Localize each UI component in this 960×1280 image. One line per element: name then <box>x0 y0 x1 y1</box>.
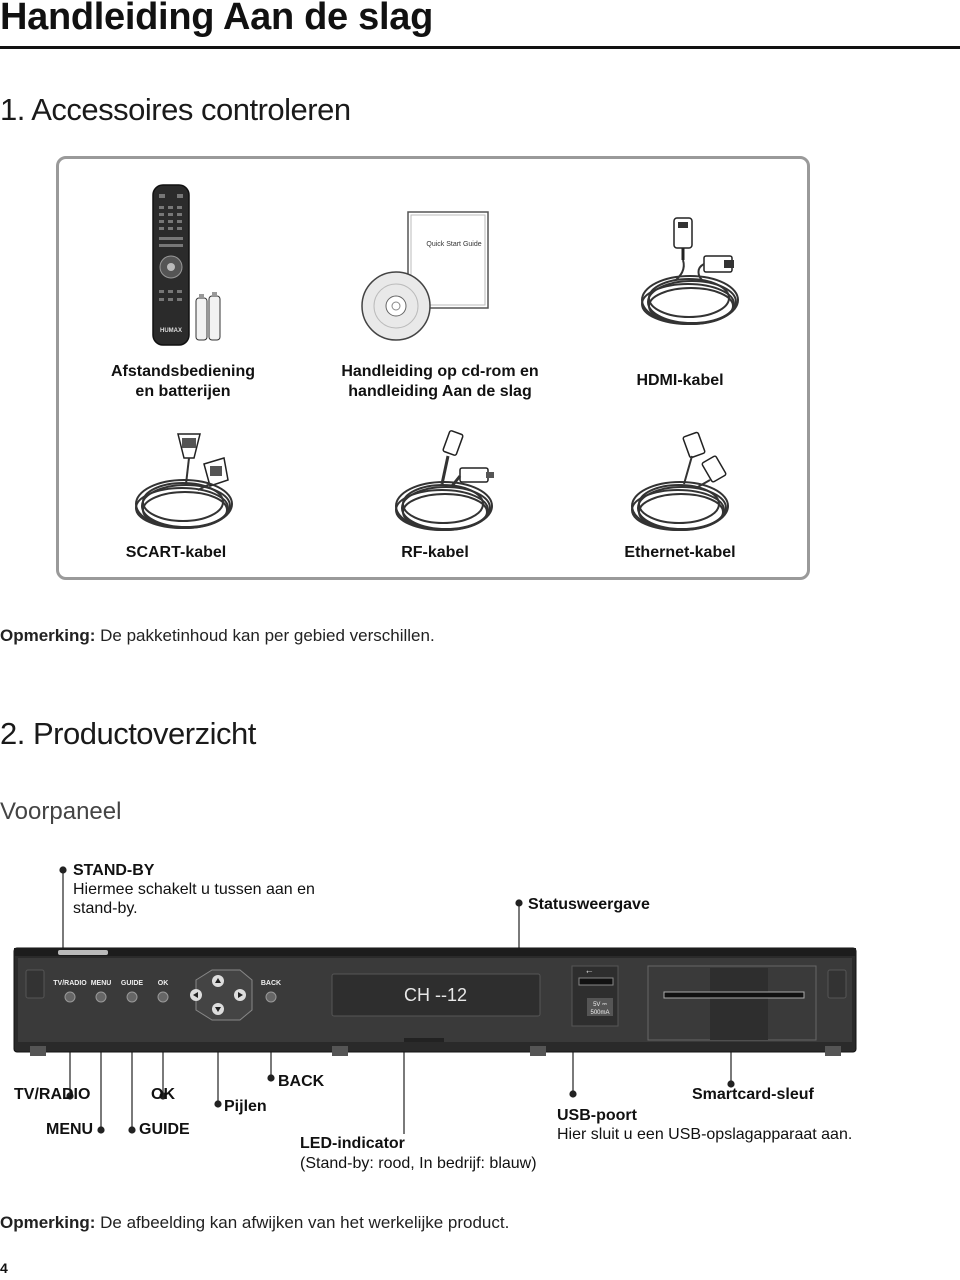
page-title: Handleiding Aan de slag <box>0 0 433 38</box>
page-number: 4 <box>0 1260 8 1276</box>
note-package: Opmerking: De pakketinhoud kan per gebie… <box>0 626 435 645</box>
label-led-desc: (Stand-by: rood, In bedrijf: blauw) <box>300 1155 537 1172</box>
guide-button[interactable] <box>126 991 138 1003</box>
label-smartcard: Smartcard-sleuf <box>692 1086 814 1103</box>
panel-button-label: GUIDE <box>121 980 144 987</box>
label-menu: MENU <box>46 1121 94 1138</box>
usb-rating-2: 500mA <box>590 1010 609 1016</box>
rf-cable-illustration <box>395 430 494 531</box>
caption-hdmi: HDMI-kabel <box>636 372 724 389</box>
manual-cd-illustration: Quick Start Guide <box>361 211 489 341</box>
caption-remote: Afstandsbediening en batterijen <box>110 363 255 400</box>
accessories-box <box>56 156 810 580</box>
label-led: LED-indicator <box>300 1135 405 1152</box>
caption-ethernet: Ethernet-kabel <box>624 544 736 561</box>
label-arrows: Pijlen <box>224 1098 267 1115</box>
remote-control-illustration: HUMAX <box>152 184 221 346</box>
section1-heading: 1. Accessoires controleren <box>0 92 351 127</box>
usb-rating-1: 5V ⎓ <box>593 1002 607 1008</box>
panel-display-text: CH --12 <box>404 985 467 1005</box>
note-image: Opmerking: De afbeelding kan afwijken va… <box>0 1213 510 1232</box>
label-guide: GUIDE <box>139 1121 190 1138</box>
usb-port[interactable] <box>578 977 614 986</box>
ethernet-cable-illustration <box>631 431 729 531</box>
back-button[interactable] <box>265 991 277 1003</box>
panel-button-label: MENU <box>91 980 112 987</box>
title-rule <box>0 46 960 49</box>
quick-start-guide-text: Quick Start Guide <box>426 241 481 248</box>
label-usb: USB-poort <box>557 1107 637 1124</box>
scart-cable-illustration <box>135 433 233 529</box>
status-display-label: Statusweergave <box>528 896 650 913</box>
standby-desc-1: Hiermee schakelt u tussen aan en <box>73 881 315 898</box>
label-usb-desc: Hier sluit u een USB-opslagapparaat aan. <box>557 1126 853 1143</box>
caption-manual: Handleiding op cd-rom en handleiding Aan… <box>341 363 539 400</box>
panel-button-label: BACK <box>261 980 281 987</box>
panel-button-label: OK <box>158 980 169 987</box>
label-ok: OK <box>151 1086 175 1103</box>
caption-rf: RF-kabel <box>401 544 469 561</box>
arrow-keys[interactable] <box>190 969 253 1021</box>
menu-button[interactable] <box>95 991 107 1003</box>
standby-desc-2: stand-by. <box>73 900 138 917</box>
panel-button-label: TV/RADIO <box>53 980 87 987</box>
smartcard-slot[interactable] <box>663 991 805 999</box>
ok-button[interactable] <box>157 991 169 1003</box>
usb-icon: ⭠ <box>586 967 593 976</box>
remote-brand-text: HUMAX <box>160 328 182 334</box>
front-panel-diagram: TV/RADIO MENU GUIDE OK BACK CH --12 ⭠ 5V… <box>13 866 857 1134</box>
standby-title: STAND-BY <box>73 862 155 879</box>
tv-radio-button[interactable] <box>64 991 76 1003</box>
label-tv-radio: TV/RADIO <box>14 1086 91 1103</box>
hdmi-cable-illustration <box>641 217 739 325</box>
section2-heading: 2. Productoverzicht <box>0 716 256 751</box>
label-back: BACK <box>278 1073 325 1090</box>
front-panel-subheading: Voorpaneel <box>0 798 122 825</box>
caption-scart: SCART-kabel <box>125 544 227 561</box>
